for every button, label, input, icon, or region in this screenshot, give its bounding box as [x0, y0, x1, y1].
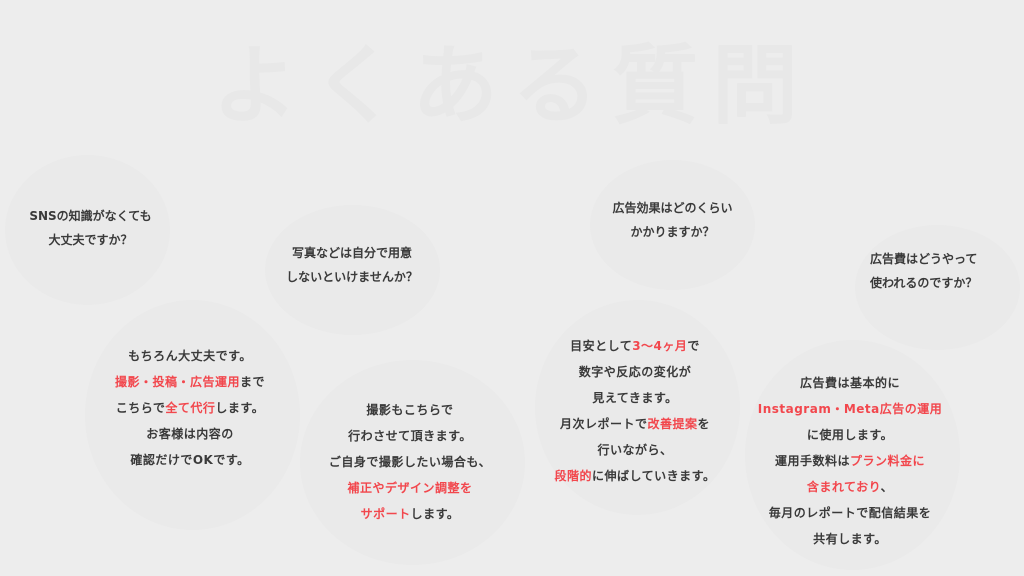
- highlight-text: 改善提案: [647, 417, 698, 431]
- answer-line: こちらで全て代行します。: [85, 395, 295, 421]
- highlight-text: 補正やデザイン調整を: [347, 481, 473, 495]
- question-line: 大丈夫ですか？: [48, 233, 133, 247]
- answer-line: Instagram・Meta広告の運用: [740, 396, 960, 422]
- answer-text: を: [697, 417, 711, 431]
- faq-1-answer: もちろん大丈夫です。撮影・投稿・広告運用までこちらで全て代行します。お客様は内容…: [85, 343, 295, 473]
- faq-4-answer: 広告費は基本的に Instagram・Meta広告の運用に使用します。運用手数料は…: [740, 370, 960, 552]
- question-line: かかりますか？: [630, 225, 715, 239]
- answer-line: 補正やデザイン調整を: [300, 475, 520, 501]
- answer-line: ご自身で撮影したい場合も、: [300, 449, 520, 475]
- answer-text: 、: [880, 480, 894, 494]
- answer-line: 広告費は基本的に: [740, 370, 960, 396]
- answer-line: 共有します。: [740, 526, 960, 552]
- answer-line: 毎月のレポートで配信結果を: [740, 500, 960, 526]
- answer-text: こちらで: [115, 401, 166, 415]
- answer-text: 目安として: [570, 339, 633, 353]
- faq-3-answer: 目安として3〜4ヶ月で数字や反応の変化が見えてきます。月次レポートで改善提案を行…: [530, 333, 740, 489]
- highlight-text: Instagram・Meta広告の運用: [757, 402, 943, 416]
- answer-text: お客様は内容の: [146, 427, 234, 441]
- question-line: 広告費はどうやって: [870, 252, 978, 266]
- faq-3-question: 広告効果はどのくらい かかりますか？: [585, 196, 760, 244]
- answer-text: で: [687, 339, 700, 353]
- answer-text: 行いながら、: [597, 443, 673, 457]
- answer-text: 見えてきます。: [592, 391, 678, 405]
- answer-text: 確認だけでOKです。: [130, 453, 250, 467]
- bg-circle-q4: [855, 225, 1020, 350]
- answer-text: 撮影もこちらで: [366, 403, 454, 417]
- answer-text: 共有します。: [813, 532, 887, 546]
- answer-text: 広告費は基本的に: [799, 376, 900, 390]
- question-line: 写真などは自分で用意: [291, 246, 412, 260]
- bg-circle-q3: [590, 160, 755, 290]
- answer-text: 行わさせて頂きます。: [348, 429, 472, 443]
- answer-text: もちろん大丈夫です。: [128, 349, 252, 363]
- answer-line: 目安として3〜4ヶ月で: [530, 333, 740, 359]
- answer-line: 月次レポートで改善提案を: [530, 411, 740, 437]
- answer-line: 確認だけでOKです。: [85, 447, 295, 473]
- faq-1-question: SNSの知識がなくても 大丈夫ですか？: [8, 204, 173, 252]
- highlight-text: 段階的: [554, 469, 593, 483]
- answer-text: します。: [215, 401, 265, 415]
- bg-circle-a3: [535, 300, 740, 515]
- answer-text: 毎月のレポートで配信結果を: [768, 506, 932, 520]
- answer-text: 運用手数料は: [774, 454, 850, 468]
- answer-line: 含まれており、: [740, 474, 960, 500]
- bg-circle-a2: [300, 360, 525, 565]
- bg-circle-q1: [5, 155, 170, 305]
- answer-line: 段階的に伸ばしていきます。: [530, 463, 740, 489]
- highlight-text: 撮影・投稿・広告運用: [114, 375, 240, 389]
- answer-line: もちろん大丈夫です。: [85, 343, 295, 369]
- answer-text: に伸ばしていきます。: [592, 469, 716, 483]
- answer-line: 運用手数料はプラン料金に: [740, 448, 960, 474]
- question-line: SNSの知識がなくても: [29, 209, 152, 223]
- highlight-text: 3〜4ヶ月: [632, 339, 688, 353]
- question-line: しないといけませんか？: [286, 270, 418, 284]
- question-line: 使われるのですか？: [870, 276, 978, 290]
- answer-text: 数字や反応の変化が: [578, 365, 692, 379]
- answer-text: します。: [410, 507, 460, 521]
- highlight-text: サポート: [360, 507, 411, 521]
- bg-circle-q2: [265, 205, 440, 335]
- answer-text: まで: [240, 375, 266, 389]
- answer-line: お客様は内容の: [85, 421, 295, 447]
- answer-text: ご自身で撮影したい場合も、: [328, 455, 492, 469]
- answer-line: 行いながら、: [530, 437, 740, 463]
- answer-line: サポートします。: [300, 501, 520, 527]
- page-title: よくある質問: [212, 36, 812, 136]
- answer-text: 月次レポートで: [559, 417, 648, 431]
- answer-text: に使用します。: [806, 428, 894, 442]
- answer-line: 撮影もこちらで: [300, 397, 520, 423]
- answer-line: 数字や反応の変化が: [530, 359, 740, 385]
- bg-circle-a4: [745, 340, 960, 570]
- answer-line: 行わさせて頂きます。: [300, 423, 520, 449]
- answer-line: 撮影・投稿・広告運用まで: [85, 369, 295, 395]
- highlight-text: プラン料金に: [850, 454, 926, 468]
- faq-2-question: 写真などは自分で用意 しないといけませんか？: [262, 241, 442, 289]
- answer-line: 見えてきます。: [530, 385, 740, 411]
- faq-2-answer: 撮影もこちらで行わさせて頂きます。ご自身で撮影したい場合も、補正やデザイン調整を…: [300, 397, 520, 527]
- question-line: 広告効果はどのくらい: [612, 201, 733, 215]
- highlight-text: 全て代行: [165, 401, 216, 415]
- answer-line: に使用します。: [740, 422, 960, 448]
- bg-circle-a1: [85, 300, 300, 530]
- faq-4-question: 広告費はどうやって 使われるのですか？: [858, 247, 1024, 295]
- highlight-text: 含まれており: [806, 480, 881, 494]
